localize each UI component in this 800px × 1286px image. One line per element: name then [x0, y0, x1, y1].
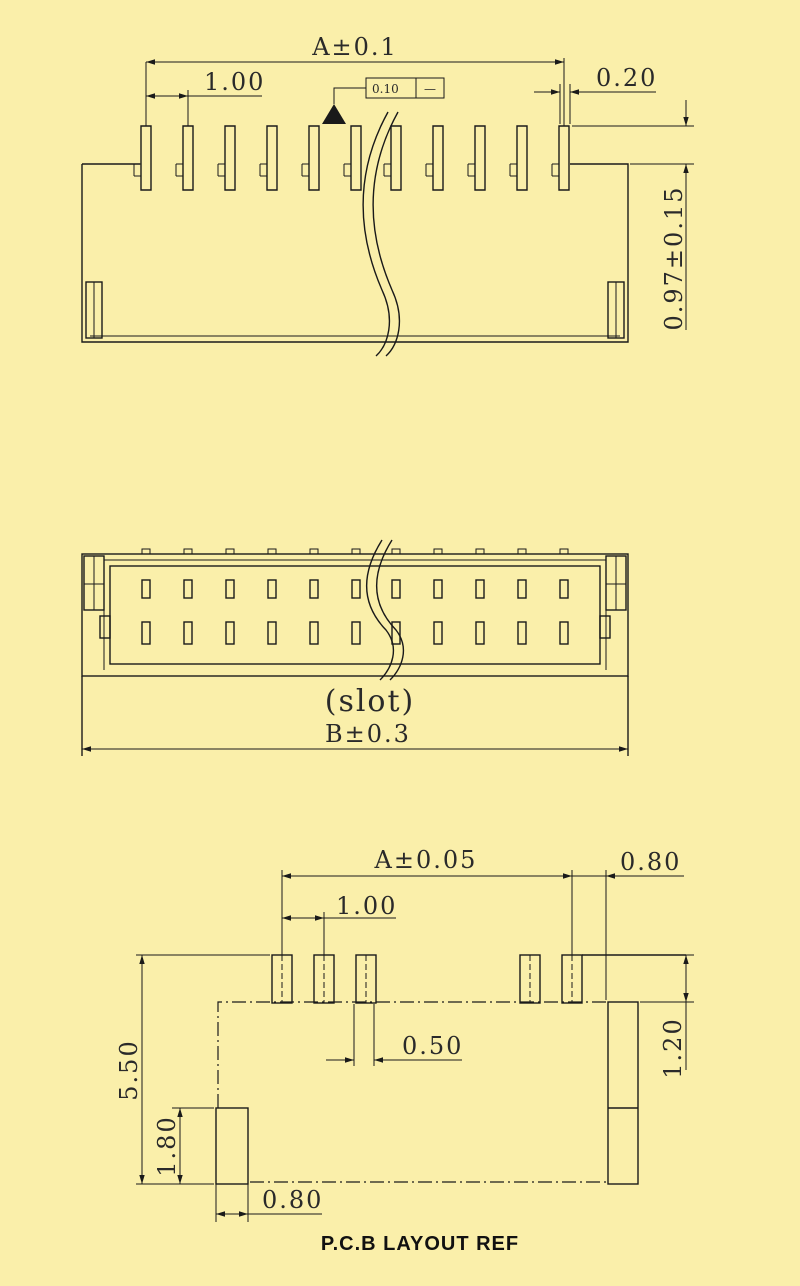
right-edge-pad	[607, 1001, 639, 1185]
front-contact-upper	[433, 579, 443, 599]
front-stub	[183, 548, 193, 555]
pcb-layout: A±0.05 0.80 1.00 0.50 1.20 5.50 1.80	[115, 846, 694, 1255]
front-stub	[351, 548, 361, 555]
front-stub	[309, 548, 319, 555]
side-pins	[133, 125, 570, 191]
side-pin	[551, 125, 570, 191]
dim-pin-thickness-label: 0.20	[596, 64, 657, 92]
side-body-outline	[81, 163, 629, 343]
pcb-outline-dash	[217, 1001, 608, 1108]
front-contact-upper	[475, 579, 485, 599]
front-stub	[141, 548, 151, 555]
front-break-left	[365, 539, 395, 681]
pcb-dim-pitch-label: 1.00	[336, 892, 397, 920]
pcb-dim-total-height-label: 5.50	[115, 1039, 143, 1100]
front-contact-lower	[391, 621, 401, 645]
front-view: (slot) B±0.3	[81, 539, 629, 756]
side-pin	[425, 125, 444, 191]
front-contact-lower	[267, 621, 277, 645]
front-contact-lower	[351, 621, 361, 645]
front-stub	[433, 548, 443, 555]
pcb-dim-pad-height-label: 1.20	[659, 1017, 687, 1078]
front-stub	[559, 548, 569, 555]
pcb-signal-pads	[271, 954, 686, 1004]
front-contact-lower	[141, 621, 151, 645]
signal-pad	[519, 954, 541, 1004]
slot-label: (slot)	[325, 684, 416, 719]
break-line-right	[372, 111, 401, 357]
front-contacts	[141, 579, 569, 645]
front-contact-lower	[559, 621, 569, 645]
side-pin	[343, 125, 362, 191]
front-stub	[225, 548, 235, 555]
front-contact-lower	[433, 621, 443, 645]
side-pin	[217, 125, 236, 191]
front-contact-upper	[391, 579, 401, 599]
side-pin	[175, 125, 194, 191]
flatness-extra: —	[424, 82, 436, 96]
front-contact-upper	[267, 579, 277, 599]
pcb-layout-title: P.C.B LAYOUT REF	[321, 1233, 519, 1255]
signal-pad	[561, 954, 583, 1004]
signal-pad	[355, 954, 377, 1004]
side-pin	[509, 125, 528, 191]
dim-b-label: B±0.3	[325, 720, 411, 748]
front-contact-upper	[141, 579, 151, 599]
front-top-stubs	[141, 548, 569, 555]
signal-pad	[313, 954, 335, 1004]
front-contact-lower	[309, 621, 319, 645]
pcb-dim-mount-height-label: 1.80	[153, 1115, 181, 1176]
signal-pad	[271, 954, 293, 1004]
side-pin	[259, 125, 278, 191]
front-stub	[391, 548, 401, 555]
pcb-dim-edge-pad-label: 0.80	[620, 848, 681, 876]
front-contact-upper	[517, 579, 527, 599]
side-pin	[383, 125, 402, 191]
front-stub	[267, 548, 277, 555]
flatness-box	[365, 77, 445, 99]
side-pin	[301, 125, 320, 191]
front-contact-lower	[225, 621, 235, 645]
front-contact-lower	[183, 621, 193, 645]
break-line-left	[362, 111, 391, 357]
front-contact-upper	[351, 579, 361, 599]
dim-pitch-label: 1.00	[204, 68, 265, 96]
front-stub	[475, 548, 485, 555]
front-contact-lower	[517, 621, 527, 645]
front-break-right	[375, 539, 405, 681]
pcb-dim-pad-width-label: 0.50	[402, 1032, 463, 1060]
dim-height-label: 0.97±0.15	[660, 186, 688, 331]
dim-overall-label: A±0.1	[311, 33, 398, 61]
pcb-dim-edge-pad-bottom-label: 0.80	[262, 1186, 323, 1214]
pcb-dim-overall-label: A±0.05	[374, 846, 478, 874]
front-contact-upper	[559, 579, 569, 599]
side-pin	[133, 125, 152, 191]
front-contact-upper	[225, 579, 235, 599]
front-contact-lower	[475, 621, 485, 645]
front-contact-upper	[183, 579, 193, 599]
front-stub	[517, 548, 527, 555]
front-body-outline	[81, 553, 629, 677]
flatness-value: 0.10	[372, 82, 399, 96]
front-contact-upper	[309, 579, 319, 599]
datum-triangle	[322, 104, 346, 124]
side-pin	[467, 125, 486, 191]
left-mount-pad	[215, 1107, 249, 1185]
side-view: 0.10 — A±0.1 1.00 0.20 0.97±0.15	[81, 33, 694, 357]
front-slot-outline	[109, 565, 601, 665]
